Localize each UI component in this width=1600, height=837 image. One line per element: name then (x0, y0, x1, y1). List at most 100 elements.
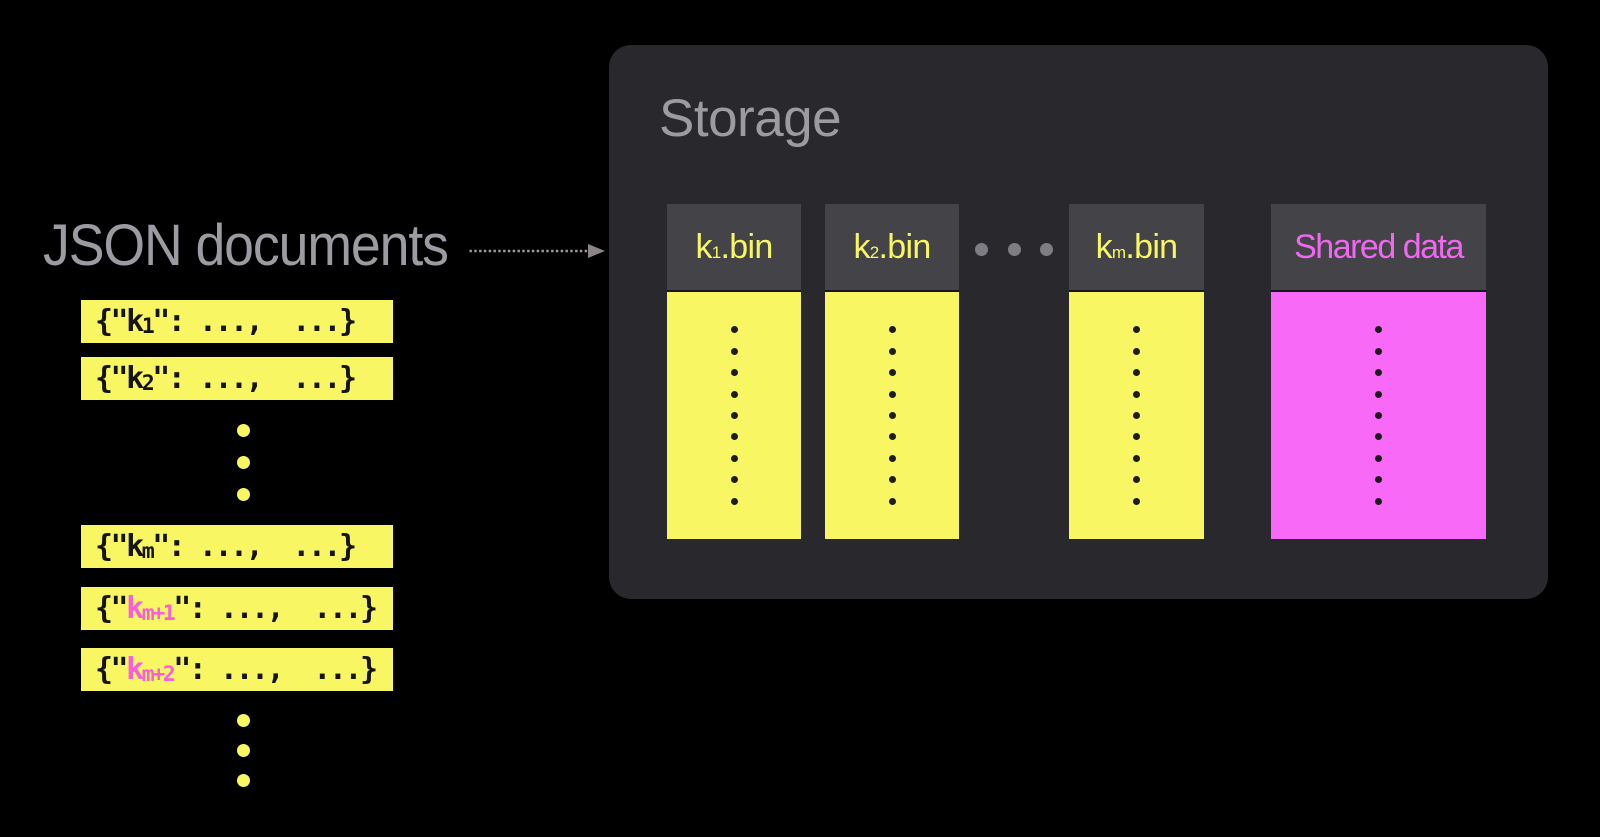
data-dot (1375, 390, 1382, 398)
json-documents-label: JSON documents (43, 213, 449, 278)
doc-rest: ": ..., ...} (152, 304, 357, 339)
doc-open: {" (95, 591, 129, 626)
data-dot (888, 390, 896, 398)
data-dot (1375, 412, 1382, 419)
columns-ellipsis (975, 243, 1053, 256)
documents-ellipsis-top (237, 424, 250, 520)
data-dot (1133, 497, 1140, 505)
doc-key-subscript: m+2 (141, 662, 176, 687)
data-dot (888, 326, 896, 334)
data-dot (1375, 433, 1382, 441)
column-key-subscript: m (1111, 242, 1126, 262)
doc-rest: ": ..., ...} (173, 652, 378, 687)
data-dot (888, 497, 896, 505)
data-dot (730, 454, 738, 462)
data-dot (1133, 433, 1140, 441)
data-dot (1133, 347, 1140, 355)
doc-text: {"km": ..., ...} (95, 529, 357, 564)
storage-title: Storage (659, 89, 842, 148)
data-dot (730, 433, 738, 441)
data-dot (888, 412, 896, 419)
data-dot (888, 454, 896, 462)
storage-panel: Storage k1.bin k2.bin (609, 45, 1548, 599)
data-dot (730, 390, 738, 398)
column-label: km.bin (1095, 227, 1179, 266)
data-dot (1375, 476, 1382, 484)
json-doc-box-5: {"km+2": ..., ...} (81, 648, 393, 691)
data-dot (730, 497, 738, 505)
column-header-shared: Shared data (1271, 204, 1486, 290)
column-label: Shared data (1294, 227, 1464, 266)
doc-rest: ": ..., ...} (173, 591, 378, 626)
ellipsis-dot (237, 488, 250, 501)
data-dot (1375, 369, 1382, 377)
column-header-k2: k2.bin (825, 204, 959, 290)
arrow-icon (469, 244, 605, 258)
storage-column-shared: Shared data (1271, 204, 1486, 539)
data-dot (1133, 390, 1140, 398)
data-dot (888, 433, 896, 441)
ellipsis-dot (1007, 243, 1021, 256)
doc-rest: ": ..., ...} (152, 529, 357, 564)
data-dot (1133, 476, 1140, 484)
doc-key-subscript: m (141, 539, 155, 564)
ellipsis-dot (1040, 243, 1053, 256)
column-header-k1: k1.bin (667, 204, 801, 290)
ellipsis-dot (237, 456, 250, 469)
doc-rest: ": ..., ...} (152, 361, 357, 396)
data-dot (1133, 412, 1140, 419)
data-dot (1133, 454, 1140, 462)
storage-column-km: km.bin (1069, 204, 1204, 539)
ellipsis-dot (237, 744, 250, 757)
doc-text: {"k2": ..., ...} (95, 361, 357, 396)
column-label: k2.bin (853, 227, 931, 266)
doc-open: {" (95, 652, 129, 687)
column-body-shared (1271, 290, 1486, 539)
data-dot (1375, 454, 1382, 462)
ellipsis-dot (975, 243, 988, 256)
data-dot (888, 347, 896, 355)
data-dot (730, 326, 738, 334)
doc-key: km (126, 529, 155, 564)
data-dot (730, 476, 738, 484)
doc-key-subscript: 1 (141, 314, 155, 339)
column-body-km (1069, 290, 1204, 539)
doc-key-subscript: m+1 (141, 601, 176, 626)
doc-key: k1 (126, 304, 155, 339)
data-dot (1375, 347, 1382, 355)
ellipsis-dot (237, 774, 250, 787)
doc-text: {"km+2": ..., ...} (95, 652, 378, 687)
doc-key: km+1 (126, 591, 176, 626)
doc-open: {" (95, 361, 129, 396)
data-dot (1133, 369, 1140, 377)
ellipsis-dot (237, 714, 250, 727)
doc-key-subscript: 2 (141, 371, 155, 396)
column-header-km: km.bin (1069, 204, 1204, 290)
data-dot (888, 369, 896, 377)
storage-column-k2: k2.bin (825, 204, 959, 539)
ellipsis-dot (237, 424, 250, 437)
storage-column-k1: k1.bin (667, 204, 801, 539)
data-dot (888, 476, 896, 484)
data-dot (730, 369, 738, 377)
doc-open: {" (95, 529, 129, 564)
column-key-subscript: 1 (711, 242, 721, 262)
json-doc-box-3: {"km": ..., ...} (81, 525, 393, 568)
data-dot (730, 412, 738, 419)
doc-key: km+2 (126, 652, 176, 687)
column-body-k1 (667, 290, 801, 539)
json-doc-box-2: {"k2": ..., ...} (81, 357, 393, 400)
column-key-subscript: 2 (869, 242, 879, 262)
data-dot (1375, 326, 1382, 334)
column-body-k2 (825, 290, 959, 539)
data-dot (1133, 326, 1140, 334)
column-label: k1.bin (695, 227, 773, 266)
documents-ellipsis-bottom (237, 714, 250, 804)
doc-open: {" (95, 304, 129, 339)
data-dot (730, 347, 738, 355)
doc-text: {"k1": ..., ...} (95, 304, 357, 339)
data-dot (1375, 497, 1382, 505)
doc-key: k2 (126, 361, 155, 396)
json-doc-box-1: {"k1": ..., ...} (81, 300, 393, 343)
